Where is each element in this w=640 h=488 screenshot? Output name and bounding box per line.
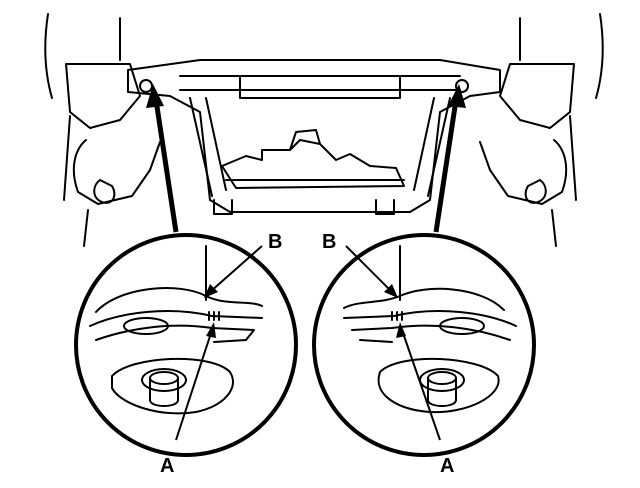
right-callout-a: A <box>440 455 454 477</box>
pointer-arrows <box>146 84 466 233</box>
left-b-leader <box>209 245 263 293</box>
right-lower-mount <box>377 357 500 414</box>
right-index-marks <box>391 311 403 321</box>
right-bolt-cap <box>427 371 457 385</box>
right-b-arrowhead <box>384 284 398 298</box>
left-pointer-head <box>146 84 164 108</box>
right-b-leader <box>345 245 393 293</box>
right-suspension <box>479 63 577 247</box>
left-suspension <box>63 63 161 247</box>
left-lower-mount <box>111 357 234 415</box>
left-callout-a: A <box>160 455 174 477</box>
right-callout-b: B <box>322 231 336 253</box>
left-body-panel <box>95 287 263 313</box>
right-a-leader <box>401 329 441 441</box>
left-bushing <box>141 368 187 392</box>
left-bolt-cap <box>149 371 179 385</box>
subframe-frame <box>127 59 501 213</box>
right-subframe-edge <box>343 310 517 343</box>
right-body-panel <box>343 287 505 311</box>
left-bolt-shank <box>149 377 179 407</box>
left-detail: B A <box>74 231 298 477</box>
left-callout-b: B <box>268 231 282 253</box>
left-a-arrowhead <box>206 322 216 338</box>
left-oval-hole <box>123 317 169 335</box>
right-detail-circle <box>312 233 536 457</box>
left-index-marks <box>208 311 220 321</box>
right-bolt-shank <box>427 377 457 407</box>
side-rails <box>189 97 451 197</box>
engine-components <box>221 129 405 189</box>
left-pointer-line <box>153 99 179 233</box>
right-oval-hole <box>439 317 485 335</box>
cross-member <box>179 75 461 99</box>
left-mount-bolt <box>139 79 153 93</box>
front-mount-brackets <box>213 199 395 215</box>
subframe-overview <box>44 13 604 247</box>
right-pointer-line <box>433 99 459 233</box>
left-a-leader <box>175 329 213 441</box>
left-b-arrowhead <box>204 284 218 298</box>
right-detail: B A <box>312 231 536 477</box>
left-detail-circle <box>74 233 298 457</box>
right-a-arrowhead <box>396 322 406 338</box>
right-mount-bolt <box>455 79 469 93</box>
body-outline <box>44 13 604 99</box>
right-pointer-head <box>448 84 466 108</box>
